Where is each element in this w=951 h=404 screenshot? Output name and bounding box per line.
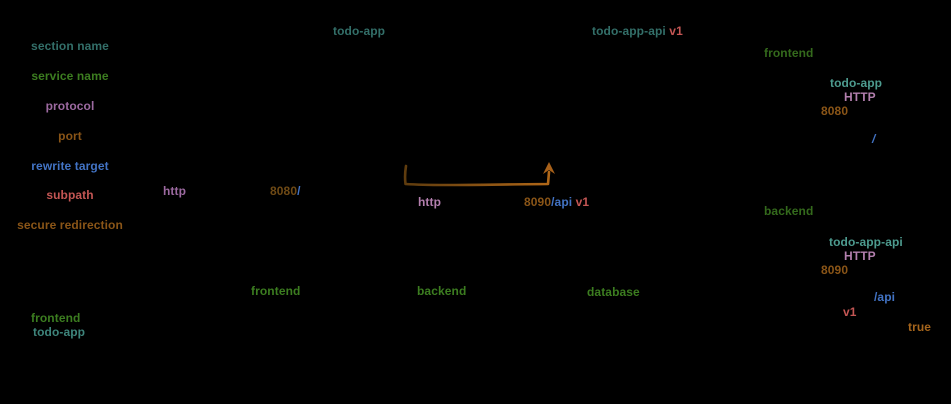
frontend-url-port: 8080 [270,184,298,198]
config-backend-secure-redirection: true [908,320,932,334]
legend-subpath: subpath [46,188,94,202]
redirect-arrow-icon [403,162,555,187]
bottom-left-section: frontend [31,311,81,325]
legend-port: port [58,129,82,143]
config-backend-subpath: /api [874,290,896,304]
section-frontend: frontend [251,284,301,298]
config-backend-section: backend [764,204,814,218]
top-backend-service: todo-app-api [592,24,666,38]
backend-url-port: 8090 [524,195,552,209]
config-backend-rewrite-target: v1 [843,305,857,319]
legend-rewrite-target: rewrite target [31,159,109,173]
config-backend-service: todo-app-api [829,235,903,249]
config-frontend-protocol: HTTP [844,90,876,104]
frontend-url-scheme: http [163,184,187,198]
legend-secure-redirection: secure redirection [17,218,123,232]
frontend-url-port-path: 8080/ [270,185,301,197]
top-backend-service-name: todo-app-api v1 [592,25,683,37]
config-frontend-subpath: / [872,132,876,146]
backend-url-subpath: /api [551,195,573,209]
backend-url-port-path: 8090/api v1 [524,196,589,208]
config-frontend-service: todo-app [830,76,883,90]
frontend-url-subpath: / [297,184,301,198]
top-frontend-service-name: todo-app [333,24,386,38]
config-backend-port: 8090 [821,263,849,277]
config-frontend-section: frontend [764,46,814,60]
section-backend: backend [417,284,467,298]
backend-url-version: v1 [575,195,590,209]
section-database: database [587,285,640,299]
backend-url-scheme: http [418,195,442,209]
config-backend-protocol: HTTP [844,249,876,263]
legend-service-name: service name [31,69,109,83]
config-frontend-port: 8080 [821,104,849,118]
legend-section-name: section name [31,39,109,53]
top-backend-version: v1 [669,24,683,38]
bottom-left-service: todo-app [33,325,86,339]
legend-protocol: protocol [45,99,95,113]
